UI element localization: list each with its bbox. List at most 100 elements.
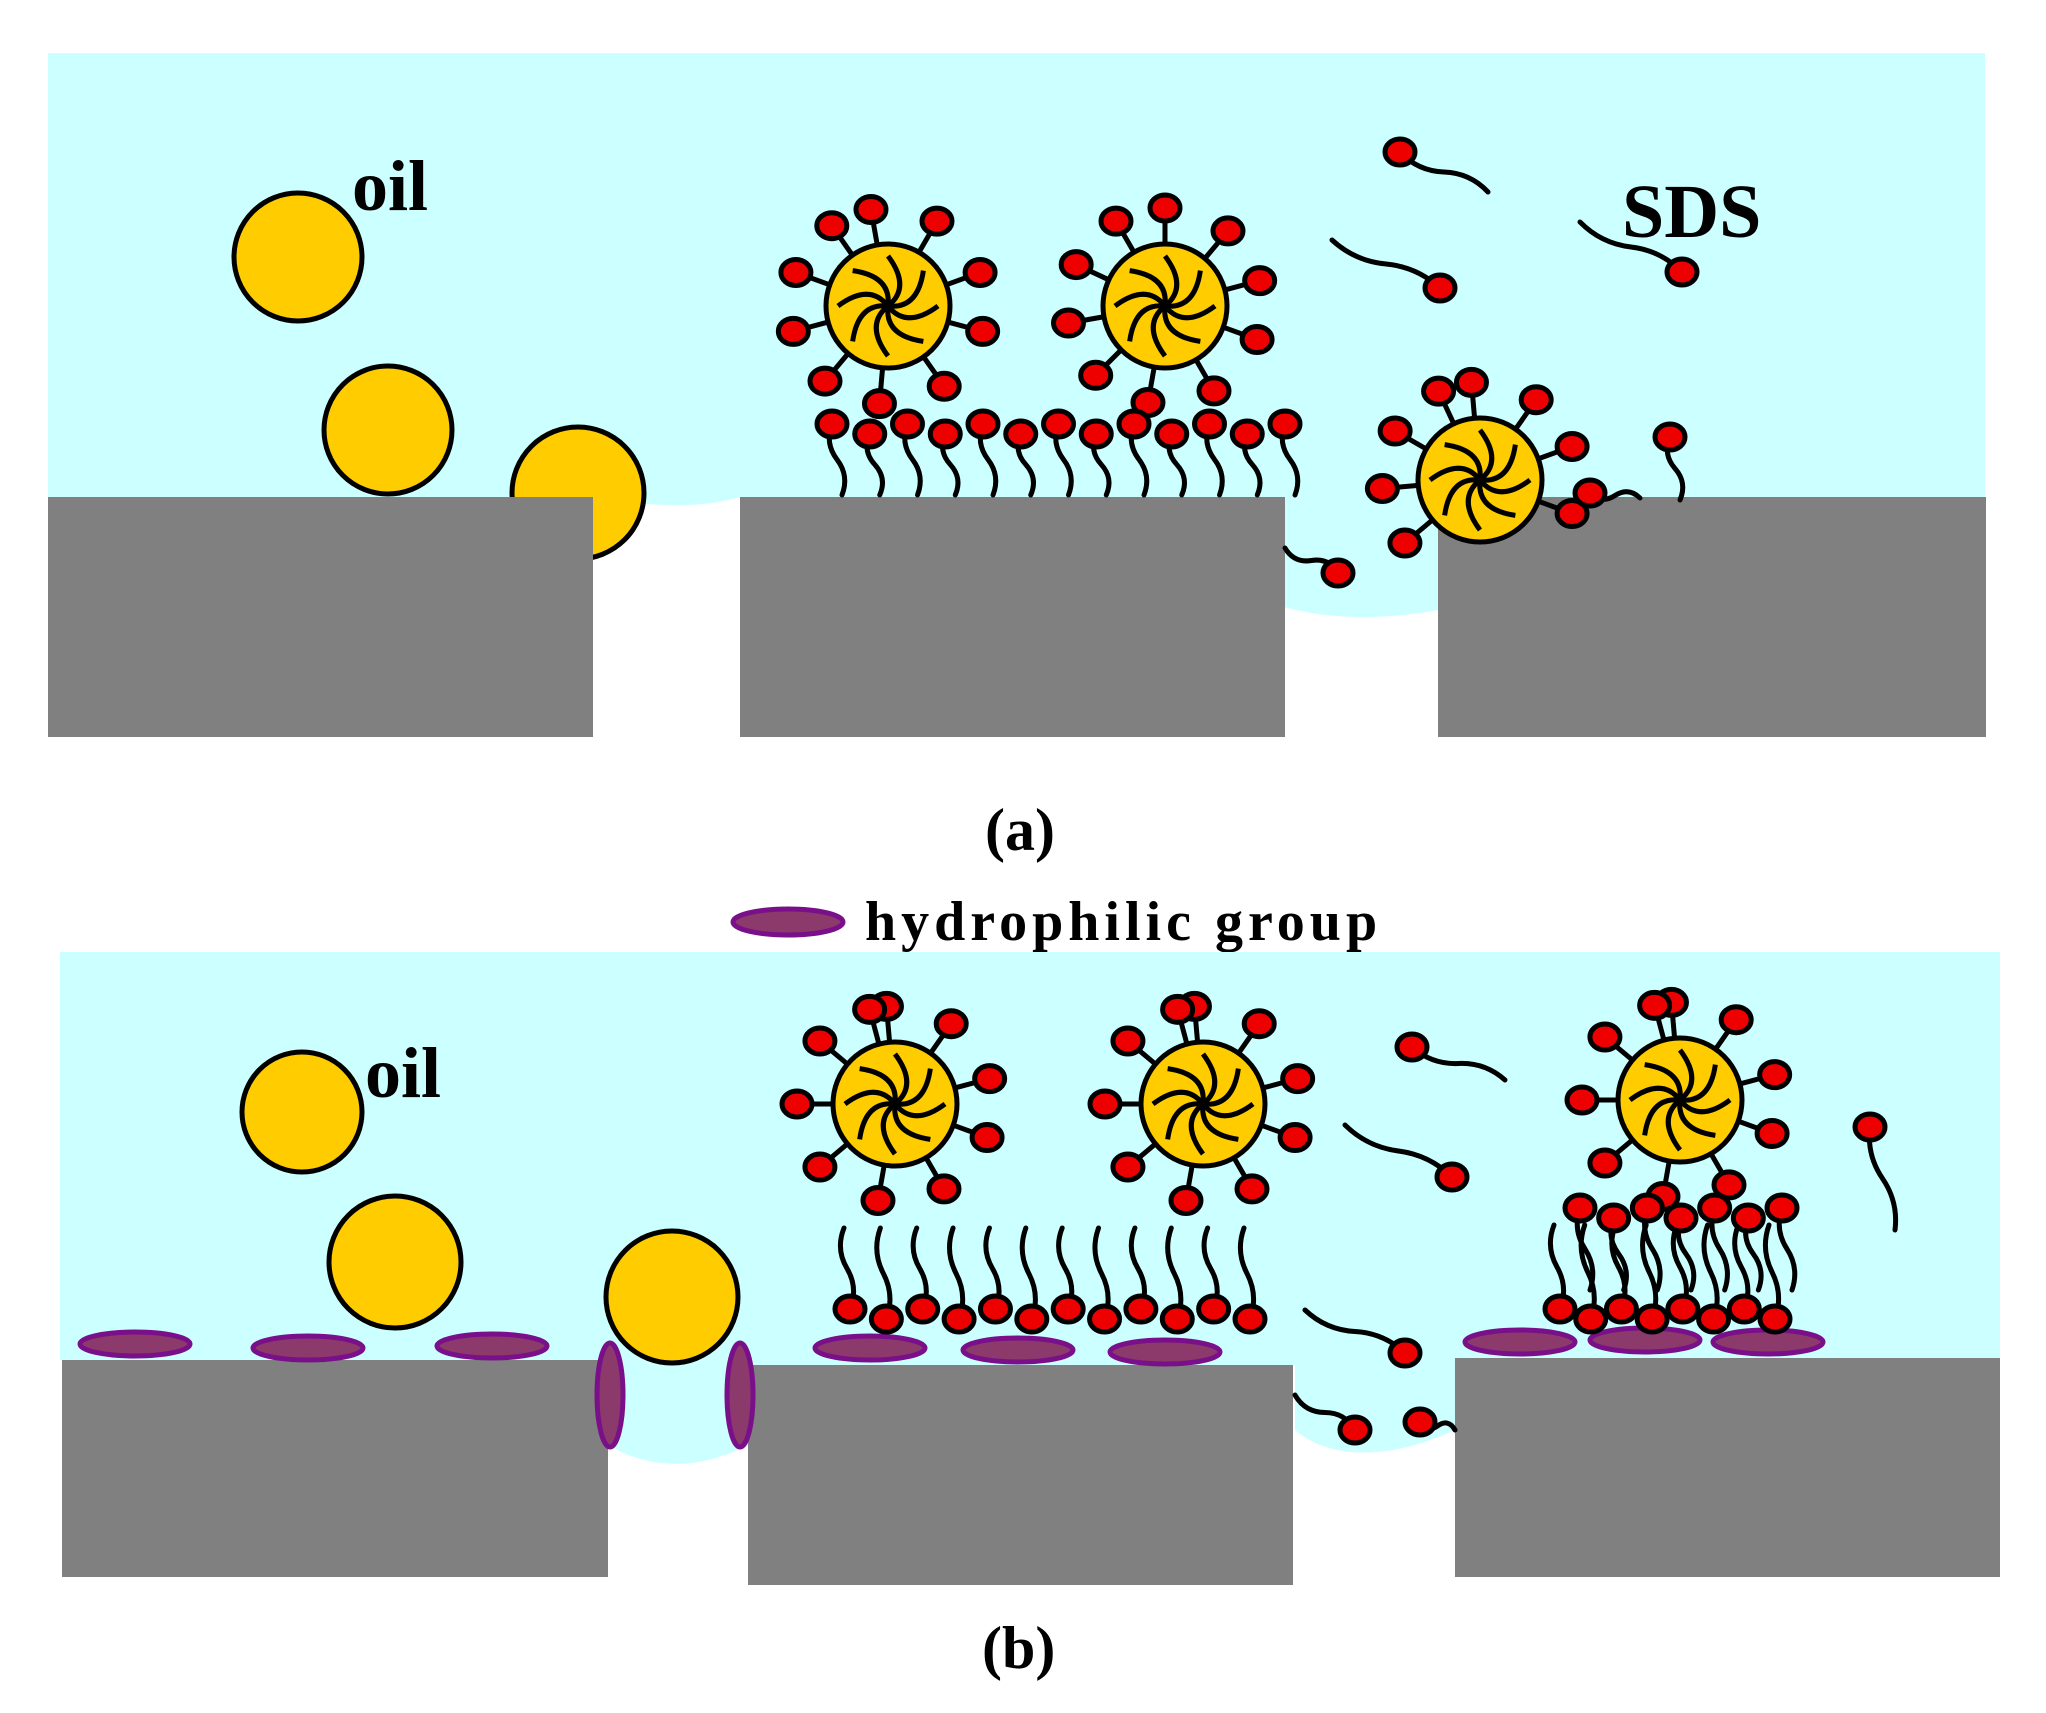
micelle-inner-tail: [1428, 465, 1482, 483]
micelle-inner-tail: [1151, 1089, 1205, 1107]
hydrophilic-group: [724, 1340, 756, 1450]
sds-head: [1078, 359, 1114, 391]
sds-head: [1696, 1303, 1732, 1335]
sds-head: [1098, 205, 1134, 237]
sds-molecule: [1078, 418, 1114, 498]
sds-head: [1518, 384, 1554, 416]
sds-head: [802, 1025, 838, 1057]
micelle-inner-tail: [892, 1052, 910, 1106]
substrate-block-a2: [740, 497, 1285, 737]
sds-head: [861, 388, 897, 420]
sds-molecule: [1764, 1192, 1800, 1293]
sds-head: [1058, 249, 1094, 281]
sds-molecule: [965, 408, 1001, 498]
micelle-inner-tail: [880, 1102, 898, 1156]
sds-head: [1239, 324, 1275, 356]
micelle: [1050, 192, 1278, 419]
sds-tail: [1342, 1122, 1455, 1180]
oil-droplet: [326, 1193, 464, 1331]
micelle-inner-tail: [885, 305, 924, 344]
micelle-inner-tail: [857, 1101, 896, 1140]
legend-label: hydrophilic group: [865, 891, 1382, 953]
sds-molecule: [1087, 1225, 1123, 1335]
sds-head: [814, 408, 850, 440]
micelle-inner-tail: [1444, 442, 1483, 481]
sds-molecule: [1232, 1225, 1268, 1335]
sds-molecule: [852, 418, 888, 498]
oil-droplet: [321, 363, 455, 497]
sds-head: [852, 993, 888, 1025]
micelle-inner-tail: [1479, 444, 1518, 483]
sds-head: [1123, 1293, 1159, 1325]
panel-a: oil SDS (a): [48, 53, 1986, 863]
micelle: [1087, 990, 1316, 1217]
sds-head: [890, 408, 925, 440]
sds-head: [1697, 1192, 1733, 1224]
micelle-inner-tail: [1162, 254, 1180, 308]
micelle-inner-tail: [1642, 1097, 1681, 1136]
sds-head: [1596, 1202, 1632, 1234]
substrate-block-b1: [62, 1360, 608, 1577]
sds-head: [1242, 265, 1278, 297]
sds-head: [1402, 1406, 1438, 1438]
sds-molecule: [941, 1225, 977, 1335]
hydrophilic-group: [1107, 1337, 1223, 1367]
sds-head: [1572, 477, 1608, 509]
sds-head: [1087, 1088, 1123, 1120]
sds-molecule: [1665, 1222, 1701, 1325]
micelle-inner-tail: [859, 1066, 898, 1105]
sds-head: [1573, 1303, 1609, 1335]
sds-head: [1147, 192, 1183, 224]
micelle-inner-tail: [1477, 428, 1495, 482]
sds-head: [965, 408, 1001, 440]
sds-tail: [1577, 219, 1685, 275]
micelle-inner-tail: [852, 268, 891, 307]
micelles-b: [779, 986, 1793, 1217]
sds-monolayer-a: [814, 408, 1303, 498]
micelle-inner-tail: [836, 291, 890, 309]
sds-head: [1730, 1202, 1766, 1234]
sds-head: [1664, 256, 1700, 288]
micelle-inner-tail: [1167, 1066, 1206, 1105]
sds-head: [1234, 1173, 1270, 1205]
micelle-inner-tail: [1679, 1064, 1718, 1103]
sds-molecule: [890, 408, 925, 498]
sds-head: [1192, 408, 1227, 440]
substrate-block-b3: [1455, 1358, 2000, 1577]
sds-head: [1554, 498, 1590, 530]
sds-head: [1663, 1202, 1699, 1234]
hydrophilic-group: [960, 1335, 1076, 1365]
sds-head: [1629, 1192, 1665, 1224]
micelle: [775, 193, 1001, 420]
sds-head: [933, 1008, 969, 1040]
micelle-inner-tail: [1150, 304, 1168, 358]
sds-molecule: [1730, 1202, 1766, 1293]
sds-head: [1453, 366, 1489, 398]
sds-head: [1277, 1122, 1313, 1154]
hydrophilic-group: [434, 1331, 550, 1361]
sds-head: [1387, 1337, 1423, 1369]
sds-head: [778, 256, 814, 288]
sds-head: [1110, 1151, 1146, 1183]
micelle-inner-tail: [1677, 1099, 1716, 1138]
sds-head: [832, 1293, 868, 1325]
micelle-inner-tail: [892, 1103, 931, 1142]
micelle-inner-tail: [1113, 291, 1167, 309]
sds-molecule: [1629, 1192, 1665, 1293]
sds-molecule: [1123, 1225, 1159, 1325]
sds-head: [1587, 1021, 1623, 1053]
sds-head: [1377, 415, 1413, 447]
sds-molecule: [1577, 219, 1700, 288]
sds-molecule: [832, 1225, 868, 1325]
micelle-inner-tail: [1442, 477, 1481, 516]
micelle-inner-tail: [885, 254, 903, 308]
sds-head: [1634, 1303, 1670, 1335]
micelle-inner-tail: [1477, 479, 1516, 518]
sds-molecule: [1394, 1031, 1508, 1083]
micelles-a: [775, 192, 1590, 559]
sds-head: [1434, 1161, 1470, 1193]
sds-molecule: [927, 418, 963, 498]
sds-head: [905, 1293, 941, 1325]
sds-head: [860, 1185, 896, 1217]
